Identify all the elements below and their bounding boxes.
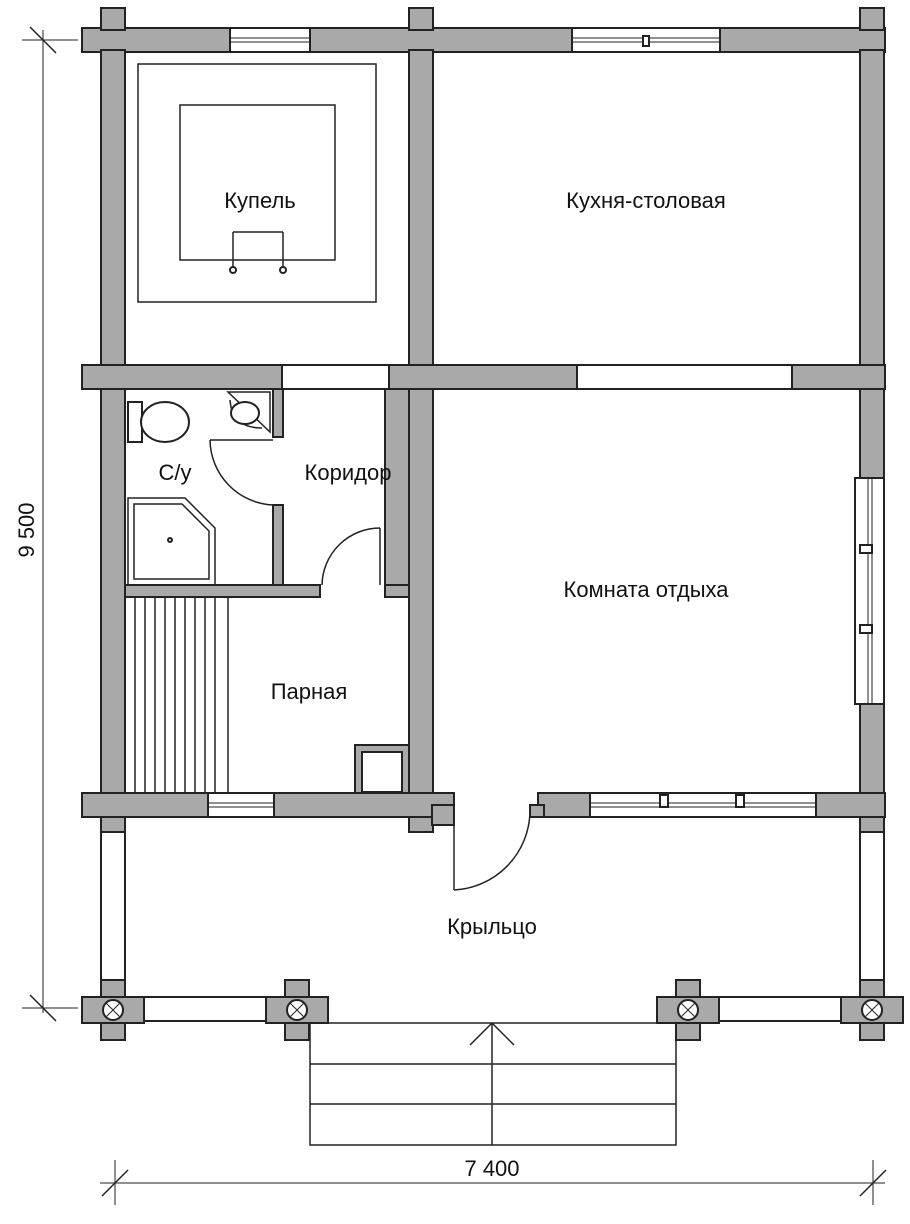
porch — [100, 811, 885, 1022]
plunge-pool — [137, 63, 377, 303]
room-label-kitchen: Кухня-столовая — [566, 188, 726, 213]
windows — [207, 27, 885, 818]
steam-bench — [125, 596, 229, 793]
porch-posts — [81, 979, 904, 1041]
entrance-steps — [309, 1022, 677, 1146]
dimension-vertical — [22, 26, 78, 1022]
room-label-kupel: Купель — [224, 188, 296, 213]
bathroom-fixtures — [124, 388, 410, 598]
post-1 — [81, 979, 145, 1041]
room-label-steam: Парная — [271, 679, 348, 704]
openings — [281, 364, 793, 390]
steam-door — [321, 527, 381, 586]
room-label-wc: С/у — [159, 460, 192, 485]
post-2 — [265, 979, 329, 1041]
room-label-corridor: Коридор — [305, 460, 392, 485]
dimension-horizontal — [100, 1160, 887, 1205]
room-label-porch: Крыльцо — [447, 914, 537, 939]
dimension-width-label: 7 400 — [464, 1156, 519, 1181]
stove — [354, 744, 410, 794]
walls — [81, 7, 886, 833]
post-4 — [840, 979, 904, 1041]
room-label-lounge: Комната отдыха — [564, 577, 730, 602]
dimension-height-label: 9 500 — [14, 502, 39, 557]
post-3 — [656, 979, 720, 1041]
